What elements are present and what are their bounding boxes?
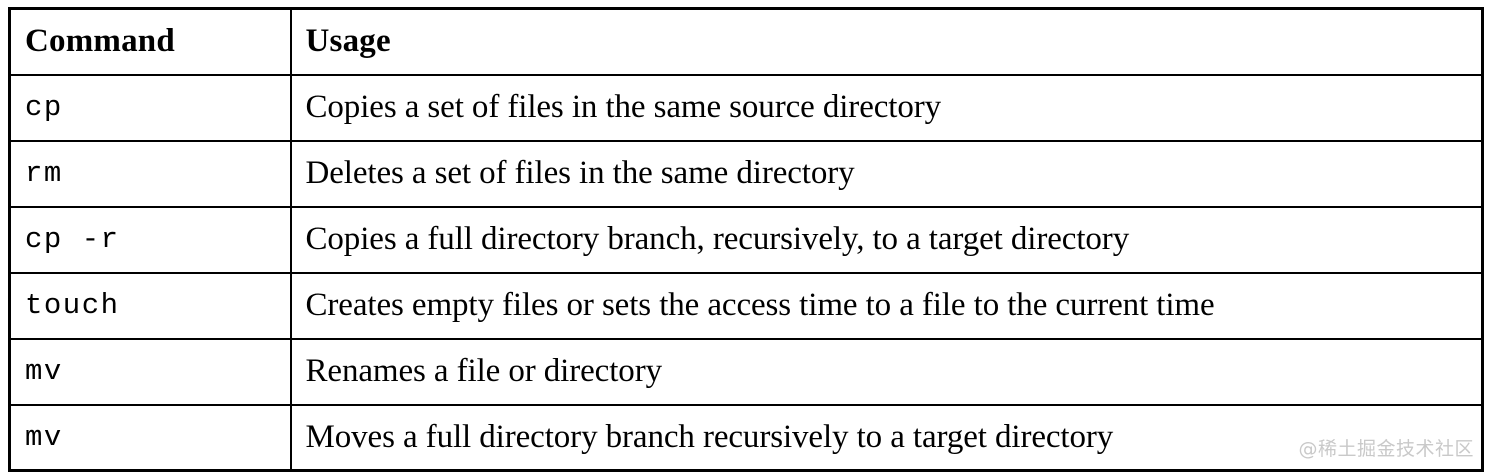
table-row: mv Moves a full directory branch recursi… xyxy=(8,403,1484,472)
table-body: cp Copies a set of files in the same sou… xyxy=(8,73,1484,472)
column-header-command: Command xyxy=(8,7,292,76)
cell-usage: Renames a file or directory xyxy=(289,337,1484,406)
cell-usage: Copies a full directory branch, recursiv… xyxy=(289,205,1484,274)
column-header-usage: Usage xyxy=(289,7,1484,76)
table-row: rm Deletes a set of files in the same di… xyxy=(8,139,1484,208)
command-table-container: Command Usage cp Copies a set of files i… xyxy=(8,7,1484,472)
cell-usage: Creates empty files or sets the access t… xyxy=(289,271,1484,340)
cell-command: mv xyxy=(8,337,292,406)
table-row: cp Copies a set of files in the same sou… xyxy=(8,73,1484,142)
table-header: Command Usage xyxy=(8,7,1484,76)
cell-usage: Moves a full directory branch recursivel… xyxy=(289,403,1484,472)
cell-command: cp -r xyxy=(8,205,292,274)
table-row: touch Creates empty files or sets the ac… xyxy=(8,271,1484,340)
table-header-row: Command Usage xyxy=(8,7,1484,76)
cell-usage: Deletes a set of files in the same direc… xyxy=(289,139,1484,208)
cell-command: mv xyxy=(8,403,292,472)
cell-command: touch xyxy=(8,271,292,340)
table-row: mv Renames a file or directory xyxy=(8,337,1484,406)
table-row: cp -r Copies a full directory branch, re… xyxy=(8,205,1484,274)
cell-command: rm xyxy=(8,139,292,208)
command-usage-table: Command Usage cp Copies a set of files i… xyxy=(8,7,1484,472)
cell-usage: Copies a set of files in the same source… xyxy=(289,73,1484,142)
cell-command: cp xyxy=(8,73,292,142)
